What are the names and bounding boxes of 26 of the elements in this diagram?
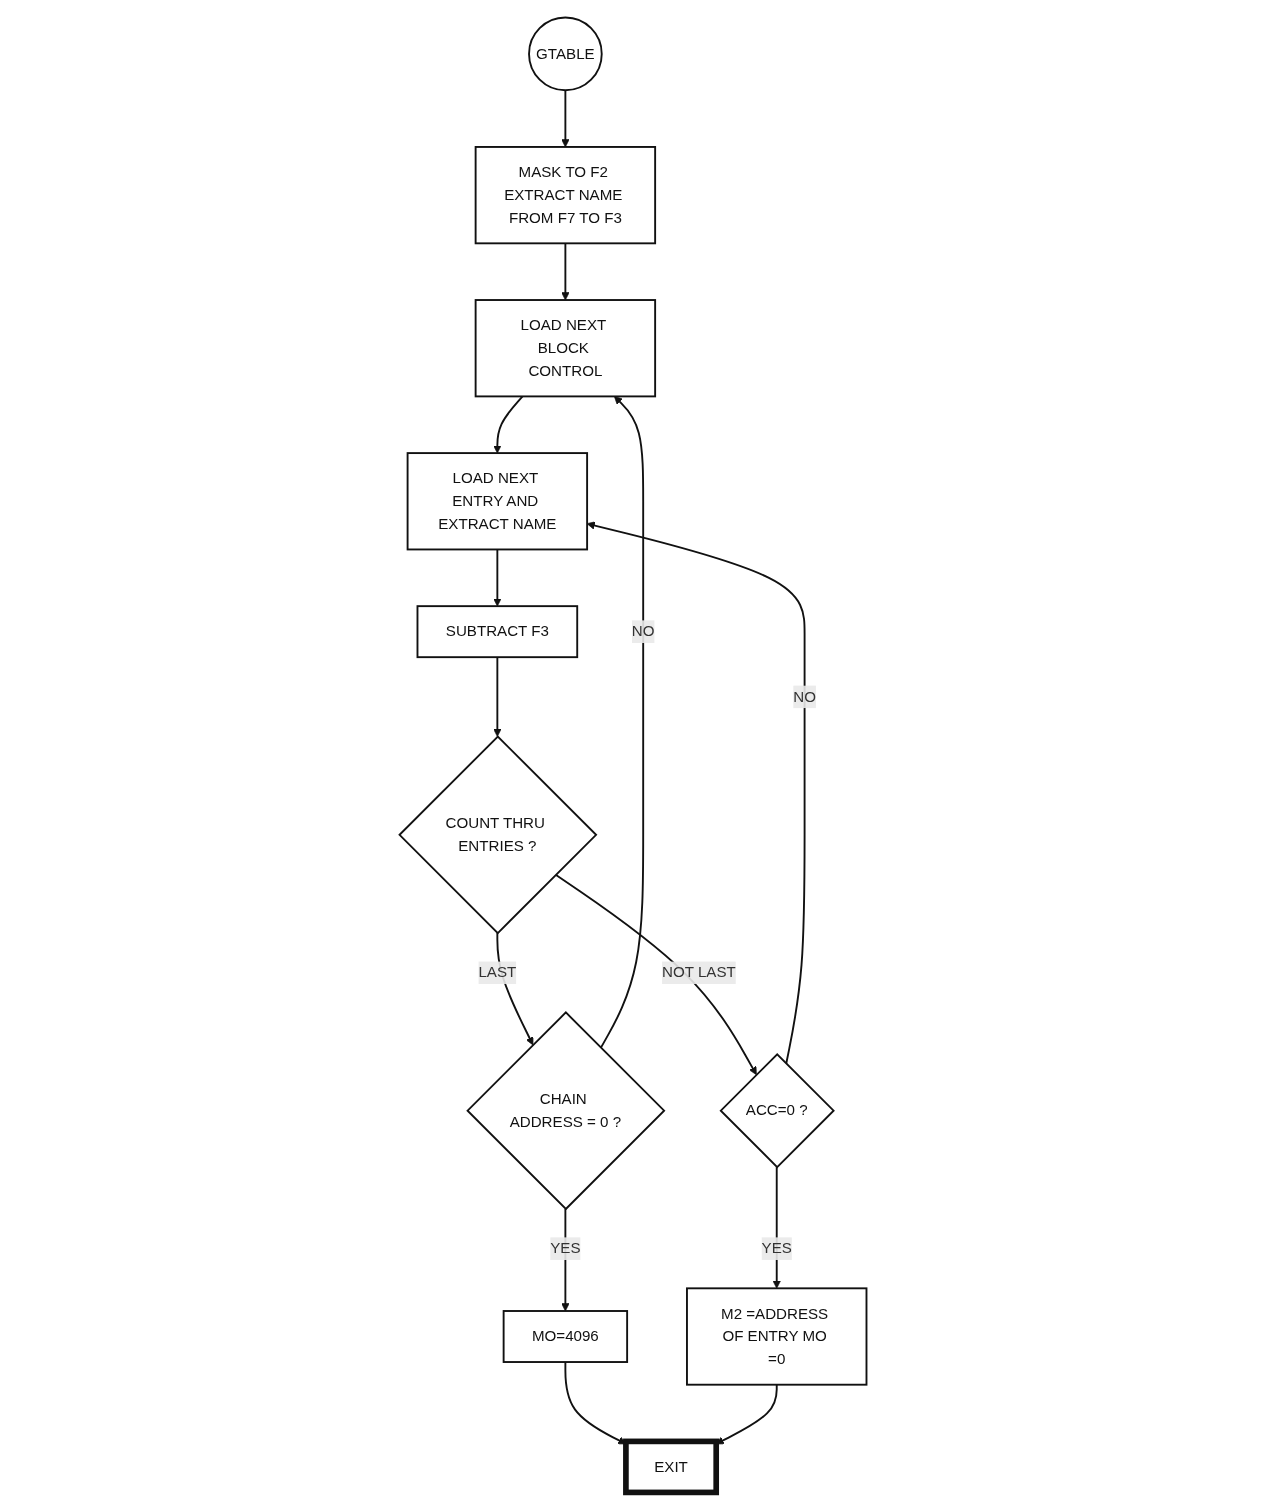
- edge-label: LAST: [478, 964, 517, 981]
- arrow: [587, 521, 806, 1065]
- node-box: MO=4096: [503, 1310, 629, 1363]
- arrow: [555, 873, 758, 1076]
- edge-label: NO: [632, 623, 655, 640]
- arrow: [493, 548, 502, 607]
- node-box: LOAD NEXT BLOCK CONTROL: [475, 299, 657, 398]
- node-box: SUBTRACT F3: [417, 605, 579, 659]
- node-diamond: CHAIN ADDRESS = 0 ?: [466, 1011, 666, 1211]
- edge-label: YES: [762, 1240, 793, 1257]
- arrow: [493, 656, 502, 737]
- arrow: [716, 1383, 779, 1445]
- node-box: MASK TO F2 EXTRACT NAME FROM F7 TO F3: [475, 146, 657, 245]
- edge-label: NOT LAST: [662, 964, 737, 981]
- node-circle: GTABLE: [528, 16, 604, 92]
- node-diamond: COUNT THRU ENTRIES ?: [398, 735, 598, 935]
- arrow: [600, 396, 645, 1049]
- node-diamond: ACC=0 ?: [719, 1053, 836, 1169]
- node-box: EXIT: [623, 1438, 720, 1496]
- node-box: LOAD NEXT ENTRY AND EXTRACT NAME: [407, 452, 589, 551]
- node-box: M2 =ADDRESS OF ENTRY MO =0: [686, 1287, 868, 1386]
- edge-label: YES: [550, 1240, 581, 1257]
- arrow: [493, 395, 524, 454]
- arrow: [561, 242, 570, 301]
- arrow: [561, 89, 570, 148]
- edge-label: NO: [793, 688, 817, 705]
